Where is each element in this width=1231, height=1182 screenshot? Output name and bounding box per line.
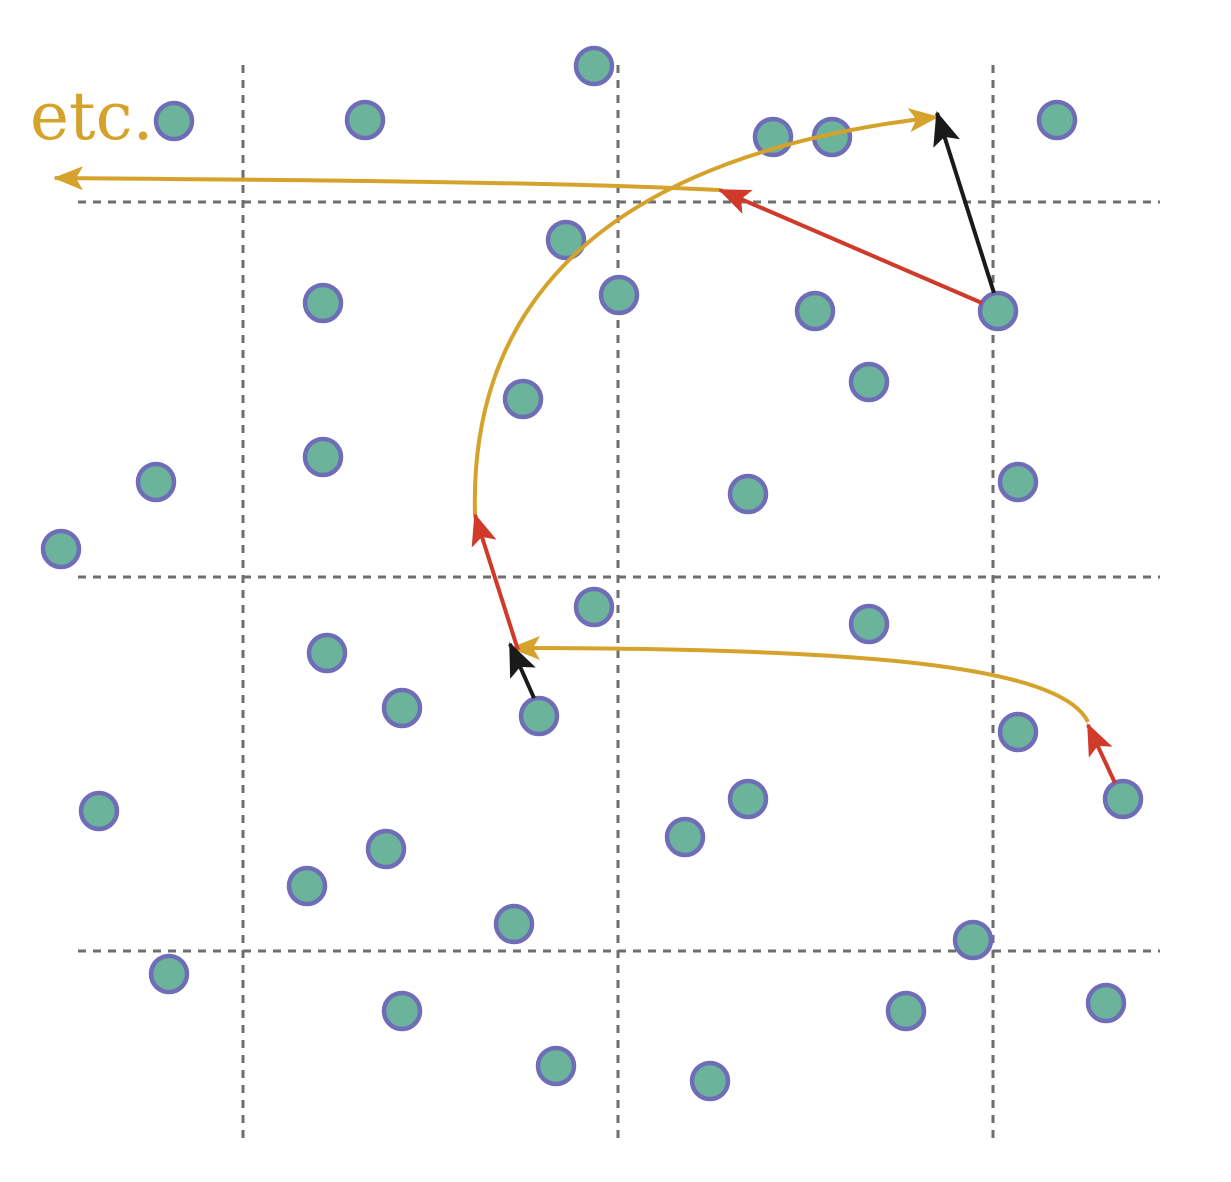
step-arrow-right [1086, 723, 1117, 784]
etc-label: etc. [30, 78, 154, 155]
node [135, 461, 177, 503]
node [598, 274, 640, 316]
jump-arrow-middle [508, 642, 536, 699]
step-arrow-top [718, 188, 983, 305]
node [381, 687, 423, 729]
node [306, 632, 348, 674]
node [727, 473, 769, 515]
node [302, 436, 344, 478]
node [545, 219, 587, 261]
node [493, 903, 535, 945]
nodes [40, 45, 1144, 1102]
node [286, 865, 328, 907]
node [689, 1060, 731, 1102]
node [727, 778, 769, 820]
node [344, 99, 386, 141]
jump-arrow-top [933, 111, 996, 294]
step-arrow-middle [471, 513, 520, 651]
node [573, 586, 615, 628]
node [302, 282, 344, 324]
path-curve-upper [53, 166, 721, 192]
node [794, 290, 836, 332]
path-curve-arc [472, 108, 939, 516]
path-curve-lower [510, 636, 1090, 723]
node [1102, 778, 1144, 820]
node [664, 816, 706, 858]
node [365, 828, 407, 870]
node [502, 378, 544, 420]
grid-lines [78, 65, 1160, 1145]
path-curves [53, 108, 1090, 723]
step-arrows [471, 188, 1117, 784]
node [78, 790, 120, 832]
node [977, 290, 1019, 332]
node [573, 45, 615, 87]
node [153, 100, 195, 142]
node [381, 990, 423, 1032]
node [1036, 99, 1078, 141]
node [148, 953, 190, 995]
node [848, 361, 890, 403]
node [952, 919, 994, 961]
node [535, 1045, 577, 1087]
node [997, 461, 1039, 503]
node [1085, 982, 1127, 1024]
node [997, 711, 1039, 753]
node [518, 695, 560, 737]
jump-arrows [508, 111, 996, 699]
node [848, 603, 890, 645]
node [40, 528, 82, 570]
node [885, 990, 927, 1032]
